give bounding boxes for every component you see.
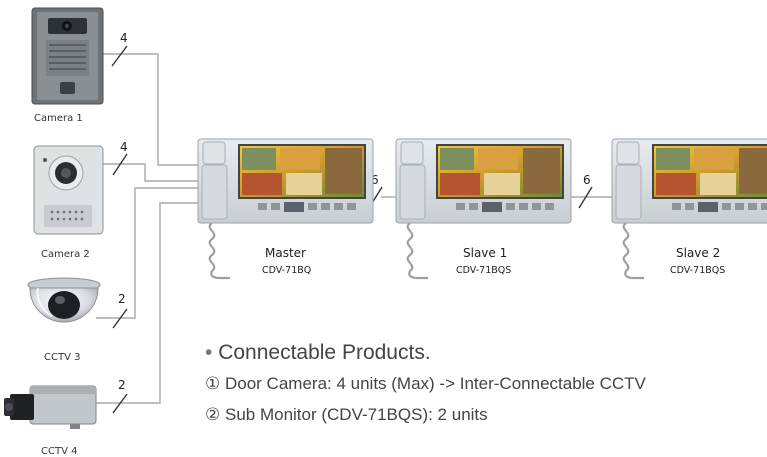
wire-count-master-slave1: 6	[371, 173, 379, 187]
connectable-products-info: • Connectable Products. ① Door Camera: 4…	[205, 338, 646, 430]
camera2-label: Camera 2	[41, 249, 90, 260]
slave2-name: Slave 2	[676, 246, 720, 260]
item1-marker: ①	[205, 374, 221, 393]
info-heading-text: Connectable Products.	[218, 341, 431, 364]
master-name: Master	[265, 246, 306, 260]
slave1-name: Slave 1	[463, 246, 507, 260]
item2-marker: ②	[205, 405, 221, 424]
camera2-device	[33, 145, 104, 235]
item1-text: Door Camera: 4 units (Max) -> Inter-Conn…	[224, 374, 646, 393]
wire-count-cctv4: 2	[118, 378, 126, 392]
camera1-label: Camera 1	[34, 113, 83, 124]
wire-count-camera2: 4	[120, 140, 128, 154]
master-model: CDV-71BQ	[262, 265, 311, 276]
bullet-icon: •	[205, 341, 219, 364]
cctv3-label: CCTV 3	[44, 352, 80, 363]
wire-count-cctv3: 2	[118, 292, 126, 306]
info-heading: • Connectable Products.	[205, 338, 646, 368]
info-item-sub-monitor: ② Sub Monitor (CDV-71BQS): 2 units	[205, 399, 646, 430]
cctv4-label: CCTV 4	[41, 446, 77, 457]
wire-count-slave1-slave2: 6	[583, 173, 591, 187]
wire-count-camera1: 4	[120, 31, 128, 45]
slave1-model: CDV-71BQS	[456, 265, 511, 276]
slave2-model: CDV-71BQS	[670, 265, 725, 276]
info-item-door-camera: ① Door Camera: 4 units (Max) -> Inter-Co…	[205, 368, 646, 399]
cctv4-device	[4, 385, 97, 429]
item2-text: Sub Monitor (CDV-71BQS): 2 units	[224, 405, 488, 424]
camera1-device	[31, 7, 104, 105]
cctv3-device	[27, 277, 101, 323]
